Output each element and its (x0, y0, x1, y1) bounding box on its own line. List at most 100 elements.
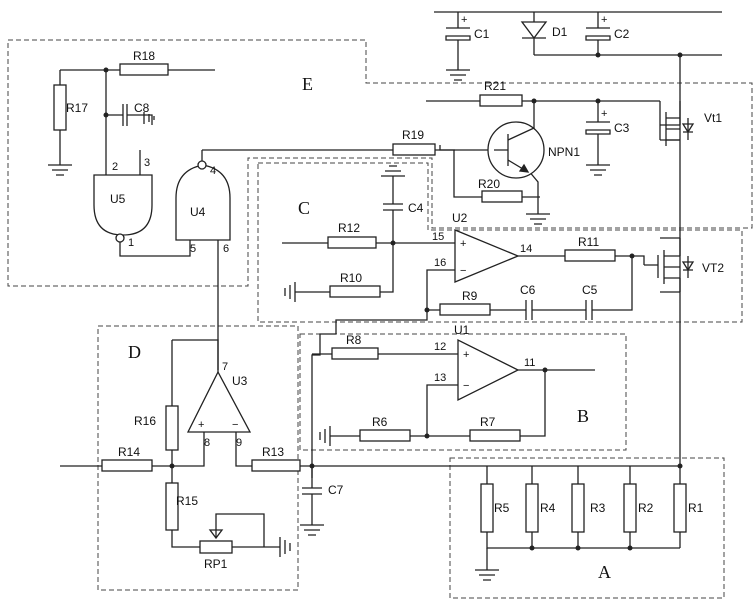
pin-7: 7 (222, 361, 228, 373)
label-r20: R20 (478, 177, 500, 191)
label-r6: R6 (372, 415, 388, 429)
section-b-box (299, 333, 627, 451)
resistor-r5 (480, 483, 494, 533)
label-r18: R18 (133, 49, 155, 63)
capacitor-c3 (585, 121, 611, 135)
ground-r6 (319, 426, 331, 446)
pin-8: 8 (204, 437, 210, 449)
mosfet-vt2 (657, 238, 695, 292)
u2-minus: − (460, 265, 466, 277)
svg-text:+: + (601, 108, 607, 120)
resistor-r18 (119, 63, 169, 76)
potentiometer-wiper (208, 529, 224, 540)
resistor-r6 (359, 429, 411, 442)
resistor-r17 (53, 84, 67, 131)
label-u2: U2 (452, 211, 468, 225)
potentiometer-rp1 (199, 540, 233, 554)
ground-c4 (381, 165, 405, 177)
label-r7: R7 (480, 415, 496, 429)
label-c2: C2 (614, 27, 630, 41)
section-c-box (257, 162, 743, 323)
opamp-u1 (457, 338, 520, 402)
ground-symbols (48, 69, 610, 581)
ground-c1 (446, 69, 470, 81)
label-r4: R4 (540, 501, 556, 515)
label-c6: C6 (520, 283, 536, 297)
pin-2: 2 (112, 161, 118, 173)
label-r8: R8 (346, 333, 362, 347)
label-r5: R5 (494, 501, 510, 515)
opamp-u3 (186, 370, 252, 433)
capacitors: + + + (122, 14, 611, 495)
label-rp1: RP1 (204, 557, 228, 571)
resistor-r4 (525, 483, 539, 533)
label-u4: U4 (190, 205, 206, 219)
section-e-box (7, 39, 753, 287)
gate-u5 (93, 174, 153, 243)
u3-minus: − (232, 419, 238, 431)
pin-11: 11 (524, 357, 535, 369)
label-r11: R11 (578, 235, 599, 249)
pin-4: 4 (210, 165, 216, 177)
label-c3: C3 (614, 121, 630, 135)
section-d-box (97, 325, 299, 591)
capacitor-c8 (122, 104, 128, 126)
u3-plus: + (198, 419, 204, 431)
resistor-r20 (481, 190, 523, 203)
label-r3: R3 (590, 501, 606, 515)
ground-r10 (284, 282, 296, 302)
ground-c8 (143, 112, 155, 124)
u1-plus: + (463, 349, 469, 361)
resistor-r9 (439, 303, 491, 316)
gate-u4 (175, 160, 231, 241)
section-boxes (7, 39, 753, 599)
label-r14: R14 (118, 445, 140, 459)
label-r15: R15 (176, 494, 198, 508)
wiring (59, 11, 722, 570)
label-vt2: VT2 (702, 261, 724, 275)
section-c-label: C (298, 198, 310, 218)
resistor-r1 (673, 483, 687, 533)
ground-c3 (586, 164, 610, 176)
ground-npn (526, 213, 550, 225)
pin-15: 15 (432, 231, 444, 243)
capacitor-c2 (585, 27, 611, 41)
junction-dots (103, 52, 683, 551)
svg-text:+: + (461, 14, 467, 26)
resistor-r12 (327, 236, 377, 249)
label-vt1: Vt1 (704, 111, 722, 125)
ground-c7 (300, 524, 324, 536)
resistor-r13 (251, 459, 301, 472)
label-r2: R2 (638, 501, 654, 515)
pin-12: 12 (434, 341, 446, 353)
resistor-r15 (165, 482, 179, 531)
label-c5: C5 (582, 283, 598, 297)
label-c1: C1 (474, 27, 490, 41)
label-r10: R10 (340, 271, 362, 285)
label-r17: R17 (66, 101, 88, 115)
label-c8: C8 (134, 101, 150, 115)
section-e-label: E (302, 74, 313, 94)
resistor-r3 (571, 483, 585, 533)
resistor-r2 (623, 483, 637, 533)
pin-13: 13 (434, 372, 446, 384)
pin-5: 5 (190, 243, 196, 255)
capacitor-c7 (302, 487, 322, 495)
pin-14: 14 (520, 243, 532, 255)
label-r12: R12 (338, 221, 360, 235)
resistor-r10 (329, 285, 381, 298)
capacitor-c6 (525, 300, 533, 320)
label-r1: R1 (688, 501, 704, 515)
resistor-r19 (392, 143, 436, 156)
label-r19: R19 (402, 128, 424, 142)
pin-6: 6 (223, 243, 229, 255)
resistor-r21 (479, 94, 523, 107)
u2-plus: + (460, 238, 466, 250)
svg-text:+: + (601, 14, 607, 26)
resistor-r8 (331, 347, 379, 360)
label-c4: C4 (408, 201, 424, 215)
capacitor-c1 (445, 27, 471, 41)
label-u5: U5 (110, 192, 126, 206)
capacitor-c5 (585, 300, 593, 320)
